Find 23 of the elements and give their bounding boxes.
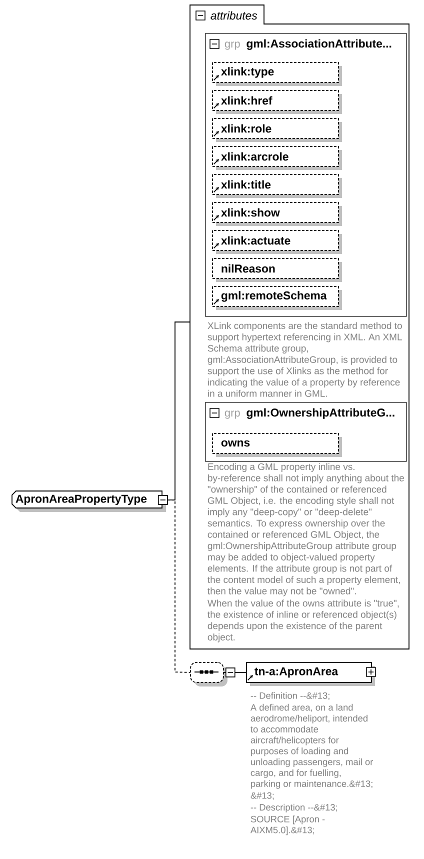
description-text: &#13; (250, 792, 274, 800)
description-text: -- Description --&#13; (250, 804, 338, 812)
attribute-box: xlink:href (212, 90, 342, 114)
attribute-box: gml:remoteSchema (212, 286, 342, 310)
element-box: tn-a:ApronArea (246, 662, 375, 686)
attribute-box: xlink:role (212, 118, 342, 142)
description-text: A defined area, on a land aerodrome/heliport, intended to accommodate aircraft/helicopters for purposes of loading and unloading passengers, mail or cargo, and for fuelling, parking or maintenance.&#13; (250, 704, 374, 789)
sequence-compositor (190, 662, 228, 686)
description-text: XLink components are the standard method to support hypertext referencing in XML. An XML Schema attribute group, gml:AssociationAttributeGroup, is provided to support the use of Xlinks as the method for indicating the value of a property by reference in a uniform manner in GML. (208, 322, 402, 397)
attribute-box: owns (212, 433, 342, 457)
attribute-box: xlink:type (212, 62, 342, 86)
description-text: SOURCE [Apron - AIXM5.0].&#13; (250, 816, 325, 836)
attribute-box: xlink:actuate (212, 230, 342, 254)
description-text: Encoding a GML property inline vs. by-reference shall not imply anything about the "ownership" of the contained or referenced GML Object, i.e. the encoding style shall not imply any "deep-copy" or "deep-delete" semantics. To express ownership over the contained or referenced GML Object, the gml:OwnershipAttributeGroup attribute group may be added to object-valued property elements. If the attribute group is not part of the content model of such a property element, then the value may not be "owned". (208, 463, 404, 596)
connector-line (158, 495, 190, 673)
attribute-box: xlink:arcrole (212, 146, 342, 170)
description-text: -- Definition --&#13; (250, 692, 330, 700)
complex-type-box: ApronAreaPropertyType (12, 490, 166, 512)
attribute-box: xlink:show (212, 202, 342, 226)
attribute-box: nilReason (212, 258, 342, 282)
connector-line (223, 668, 246, 678)
attribute-box: xlink:title (212, 174, 342, 198)
description-text: When the value of the owns attribute is "true", the existence of inline or referenced object(s) depends upon the existence of the parent object. (208, 600, 399, 642)
